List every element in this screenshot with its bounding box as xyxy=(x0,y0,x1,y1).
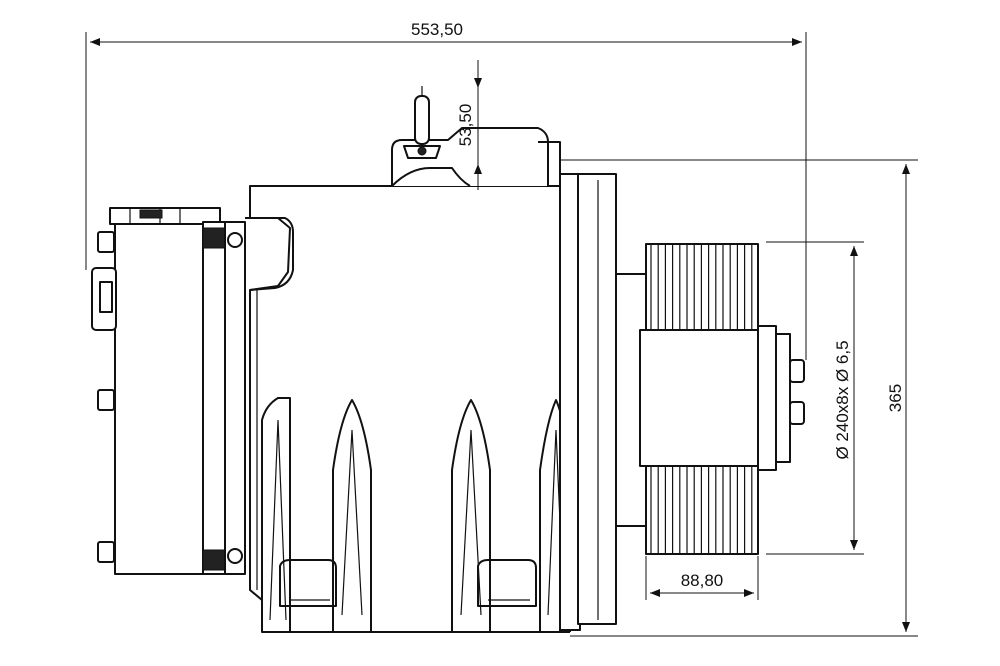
motor-housing xyxy=(245,86,571,633)
dim-overall-height: 365 xyxy=(886,384,905,412)
brake-assembly xyxy=(91,207,246,575)
dim-top-height: 53,50 xyxy=(456,104,475,147)
dim-sheave-spec: Ø 240x8x Ø 6,5 xyxy=(833,340,852,459)
dim-overall-width: 553,50 xyxy=(411,20,463,39)
traction-sheave xyxy=(639,243,805,555)
dimension-lines xyxy=(85,32,918,637)
dim-sheave-width: 88,80 xyxy=(681,571,724,590)
flange xyxy=(559,173,647,631)
